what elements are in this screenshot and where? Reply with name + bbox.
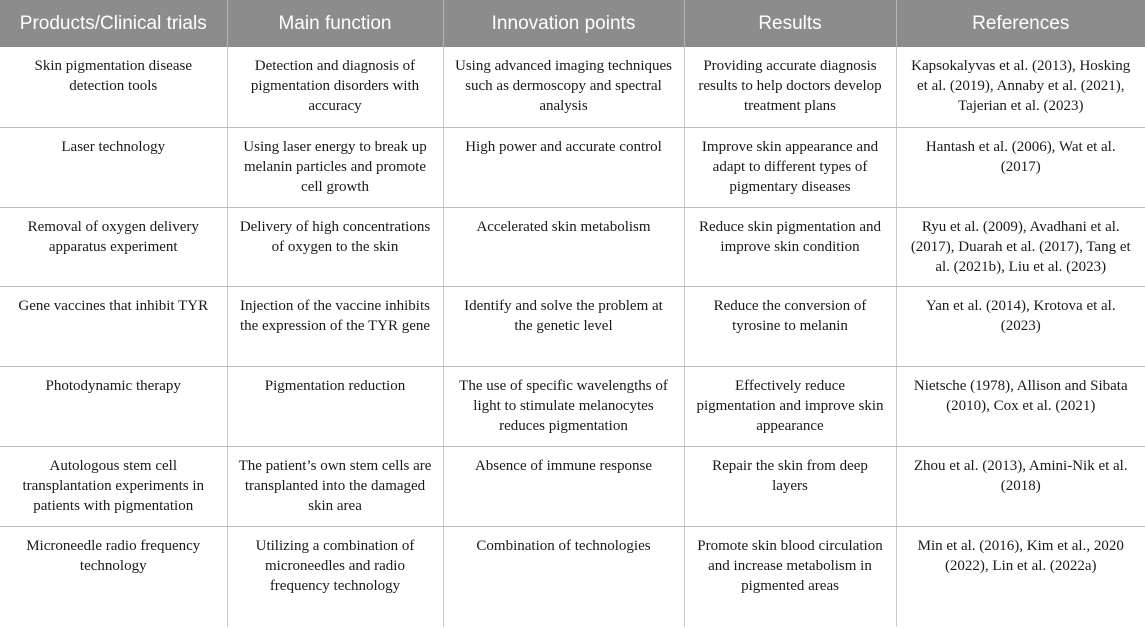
cell-results: Effectively reduce pigmentation and impr… <box>683 366 896 447</box>
cell-results: Reduce the conversion of tyrosine to mel… <box>683 286 896 367</box>
cell-references: Min et al. (2016), Kim et al., 2020 (202… <box>895 526 1145 627</box>
cell-product: Skin pigmentation disease detection tool… <box>0 47 227 128</box>
cell-product: Laser technology <box>0 127 227 208</box>
table-row: Skin pigmentation disease detection tool… <box>0 47 1145 128</box>
cell-main-function: Delivery of high concentrations of oxyge… <box>226 207 443 287</box>
cell-references: Zhou et al. (2013), Amini-Nik et al. (20… <box>895 446 1145 527</box>
header-results: Results <box>683 0 896 47</box>
table-row: Removal of oxygen delivery apparatus exp… <box>0 207 1145 287</box>
cell-innovation: Identify and solve the problem at the ge… <box>442 286 684 367</box>
table-row: Laser technology Using laser energy to b… <box>0 127 1145 208</box>
cell-innovation: High power and accurate control <box>442 127 684 208</box>
cell-references: Nietsche (1978), Allison and Sibata (201… <box>895 366 1145 447</box>
cell-main-function: Pigmentation reduction <box>226 366 443 447</box>
cell-main-function: Injection of the vaccine inhibits the ex… <box>226 286 443 367</box>
cell-references: Yan et al. (2014), Krotova et al. (2023) <box>895 286 1145 367</box>
cell-product: Photodynamic therapy <box>0 366 227 447</box>
cell-references: Ryu et al. (2009), Avadhani et al. (2017… <box>895 207 1145 287</box>
cell-innovation: Absence of immune response <box>442 446 684 527</box>
header-row: Products/Clinical trials Main function I… <box>0 0 1145 47</box>
cell-references: Hantash et al. (2006), Wat et al. (2017) <box>895 127 1145 208</box>
table-row: Photodynamic therapy Pigmentation reduct… <box>0 366 1145 447</box>
cell-references: Kapsokalyvas et al. (2013), Hosking et a… <box>895 47 1145 128</box>
cell-product: Gene vaccines that inhibit TYR <box>0 286 227 367</box>
table-header: Products/Clinical trials Main function I… <box>0 0 1145 47</box>
cell-innovation: The use of specific wavelengths of light… <box>442 366 684 447</box>
cell-innovation: Combination of technologies <box>442 526 684 627</box>
header-references: References <box>895 0 1145 47</box>
cell-innovation: Accelerated skin metabolism <box>442 207 684 287</box>
table-row: Autologous stem cell transplantation exp… <box>0 446 1145 527</box>
cell-results: Reduce skin pigmentation and improve ski… <box>683 207 896 287</box>
header-main-function: Main function <box>226 0 443 47</box>
header-products: Products/Clinical trials <box>0 0 227 47</box>
header-innovation-points: Innovation points <box>442 0 684 47</box>
table-row: Gene vaccines that inhibit TYR Injection… <box>0 286 1145 367</box>
cell-product: Removal of oxygen delivery apparatus exp… <box>0 207 227 287</box>
cell-product: Microneedle radio frequency technology <box>26 537 201 574</box>
cell-results: Providing accurate diagnosis results to … <box>683 47 896 128</box>
cell-results: Promote skin blood circulation and incre… <box>683 526 896 627</box>
cell-main-function: Using laser energy to break up melanin p… <box>226 127 443 208</box>
cell-results: Improve skin appearance and adapt to dif… <box>683 127 896 208</box>
cell-product: Autologous stem cell transplantation exp… <box>0 446 227 527</box>
table-row: Microneedle radio frequency technology U… <box>0 526 1145 627</box>
table-body: Skin pigmentation disease detection tool… <box>0 47 1145 627</box>
cell-innovation: Using advanced imaging techniques such a… <box>442 47 684 128</box>
cell-main-function: The patient’s own stem cells are transpl… <box>226 446 443 527</box>
cell-results: Repair the skin from deep layers <box>683 446 896 527</box>
cell-main-function: Detection and diagnosis of pigmentation … <box>226 47 443 128</box>
cell-main-function: Utilizing a combination of microneedles … <box>226 526 443 627</box>
